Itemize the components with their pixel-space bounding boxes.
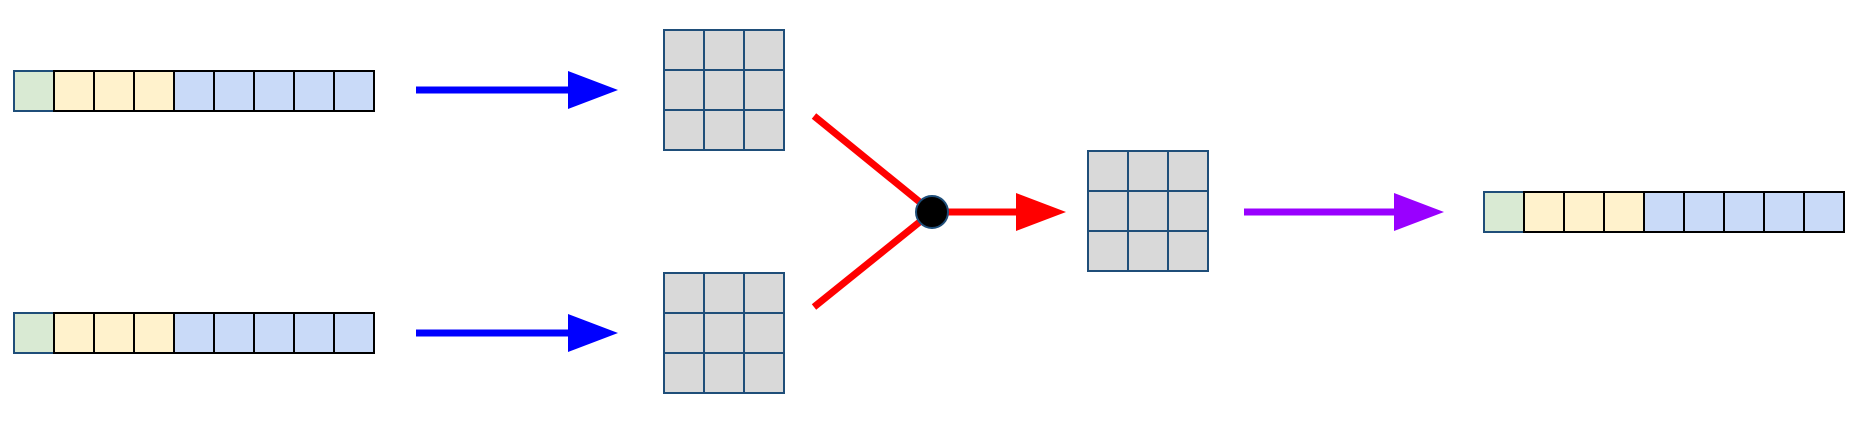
grid-cell	[743, 352, 785, 394]
arrow-output-head	[1394, 193, 1444, 231]
vector-cell	[13, 70, 55, 112]
grid-bottom	[663, 272, 785, 394]
grid-cell	[663, 272, 705, 314]
grid-cell	[1167, 230, 1209, 272]
output-vector	[1483, 191, 1845, 233]
vector-cell	[1803, 191, 1845, 233]
grid-cell	[1127, 150, 1169, 192]
grid-cell	[1087, 190, 1129, 232]
grid-cell	[1087, 230, 1129, 272]
grid-cell	[743, 312, 785, 354]
grid-cell	[703, 352, 745, 394]
arrow-top-head	[568, 71, 618, 109]
merge-line-bottom	[811, 209, 935, 310]
vector-cell	[53, 312, 95, 354]
grid-cell	[703, 312, 745, 354]
grid-cell	[663, 109, 705, 151]
grid-cell	[1127, 190, 1169, 232]
vector-cell	[1683, 191, 1725, 233]
vector-cell	[53, 70, 95, 112]
arrow-top	[416, 71, 618, 109]
vector-cell	[1483, 191, 1525, 233]
input-vector-bottom	[13, 312, 375, 354]
grid-cell	[743, 272, 785, 314]
grid-cell	[1127, 230, 1169, 272]
merge-connector	[811, 113, 1066, 310]
vector-cell	[253, 312, 295, 354]
grid-merged	[1087, 150, 1209, 272]
grid-cell	[1087, 150, 1129, 192]
grid-cell	[663, 312, 705, 354]
vector-cell	[13, 312, 55, 354]
vector-cell	[1523, 191, 1565, 233]
arrow-bottom-head	[568, 314, 618, 352]
vector-cell	[213, 70, 255, 112]
vector-cell	[333, 70, 375, 112]
vector-cell	[213, 312, 255, 354]
vector-cell	[1723, 191, 1765, 233]
vector-cell	[1643, 191, 1685, 233]
grid-cell	[1167, 150, 1209, 192]
grid-cell	[663, 69, 705, 111]
grid-cell	[1167, 190, 1209, 232]
vector-cell	[1563, 191, 1605, 233]
grid-top	[663, 29, 785, 151]
vector-cell	[1763, 191, 1805, 233]
vector-cell	[93, 312, 135, 354]
grid-cell	[703, 69, 745, 111]
grid-cell	[703, 272, 745, 314]
grid-cell	[663, 352, 705, 394]
vector-cell	[1603, 191, 1645, 233]
merge-node	[915, 195, 949, 229]
grid-cell	[703, 29, 745, 71]
merge-line-top	[811, 113, 935, 215]
grid-cell	[663, 29, 705, 71]
vector-cell	[293, 312, 335, 354]
grid-cell	[703, 109, 745, 151]
grid-cell	[743, 109, 785, 151]
input-vector-top	[13, 70, 375, 112]
vector-cell	[293, 70, 335, 112]
arrow-output	[1244, 193, 1444, 231]
vector-cell	[253, 70, 295, 112]
vector-cell	[133, 70, 175, 112]
arrow-bottom	[416, 314, 618, 352]
vector-cell	[333, 312, 375, 354]
vector-cell	[93, 70, 135, 112]
merge-arrow-head	[1016, 193, 1066, 231]
grid-cell	[743, 29, 785, 71]
grid-cell	[743, 69, 785, 111]
vector-cell	[173, 312, 215, 354]
vector-cell	[133, 312, 175, 354]
vector-cell	[173, 70, 215, 112]
